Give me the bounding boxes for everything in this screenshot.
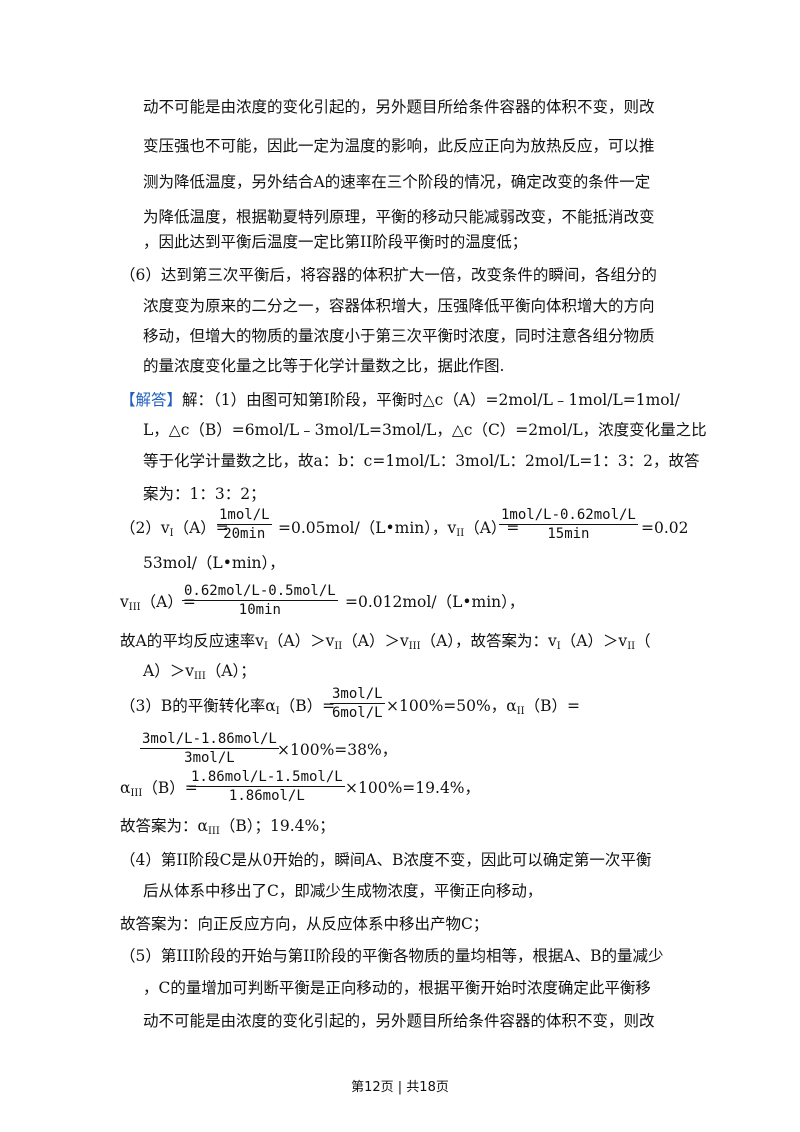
text-line: 浓度变为原来的二分之一，容器体积增大，压强降低平衡向体积增大的方向 — [143, 297, 655, 315]
text-line: 案为：1：3：2； — [143, 485, 266, 503]
text-line: 等于化学计量数之比，故a：b：c=1mol/L：3mol/L：2mol/L=1：… — [143, 452, 700, 470]
text-line: 的量浓度变化量之比等于化学计量数之比，据此作图. — [143, 357, 505, 375]
text-line: 故答案为：向正反应方向，从反应体系中移出产物C； — [120, 915, 489, 933]
answer-tag: 【解答】 — [120, 391, 183, 409]
formula-line: =0.02 — [641, 519, 689, 537]
text-line: 动不可能是由浓度的变化引起的，另外题目所给条件容器的体积不变，则改 — [143, 1012, 655, 1030]
formula-line: =0.05mol/（L•min），vII（A）= — [278, 519, 520, 539]
page-footer: 第12页 | 共18页 — [351, 1080, 449, 1095]
text-line: 后从体系中移出了C，即减少生成物浓度，平衡正向移动， — [143, 882, 543, 900]
conclusion-line: A）＞vIII（A）； — [143, 662, 256, 682]
formula-line: =0.012mol/（L•min）， — [345, 593, 525, 611]
text-line: ，C的量增加可判断平衡是正向移动的，根据平衡开始时浓度确定此平衡移 — [143, 979, 651, 997]
text-line: 动不可能是由浓度的变化引起的，另外题目所给条件容器的体积不变，则改 — [143, 98, 655, 116]
text-line: 变压强也不可能，因此一定为温度的影响，此反应正向为放热反应，可以推 — [143, 137, 655, 155]
formula-line: ×100%=38%， — [277, 741, 398, 759]
text-line: 为降低温度，根据勒夏特列原理，平衡的移动只能减弱改变，不能抵消改变 — [143, 208, 655, 226]
formula-line: αIII（B）= — [120, 779, 198, 799]
conclusion-line: 故A的平均反应速率vI（A）＞vII（A）＞vIII（A），故答案为：vI（A）… — [120, 632, 651, 652]
formula-line: ×100%=19.4%， — [345, 779, 481, 797]
formula-line: （2）vI（A）= — [120, 519, 229, 539]
formula-line: 53mol/（L•min）， — [143, 554, 285, 572]
text-line: 移动，但增大的物质的量浓度小于第三次平衡时浓度，同时注意各组分物质 — [143, 327, 655, 345]
text-line: （6）达到第三次平衡后，将容器的体积扩大一倍，改变条件的瞬间，各组分的 — [120, 266, 657, 284]
formula-line: （3）B的平衡转化率αI（B）= — [120, 697, 336, 717]
formula-line: ×100%=50%，αII（B）= — [386, 697, 581, 717]
conclusion-line: 故答案为：αIII（B）；19.4%； — [120, 817, 335, 837]
text-line: （4）第II阶段C是从0开始的，瞬间A、B浓度不变，因此可以确定第一次平衡 — [120, 851, 652, 869]
formula-line: vIII（A）= — [120, 593, 196, 613]
text-line: （5）第III阶段的开始与第II阶段的平衡各物质的量均相等，根据A、B的量减少 — [120, 947, 664, 965]
answer-line: 【解答】解：（1）由图可知第I阶段，平衡时△c（A）=2mol/L﹣1mol/L… — [120, 391, 680, 409]
text-line: 测为降低温度，另外结合A的速率在三个阶段的情况，确定改变的条件一定 — [143, 173, 651, 191]
text-line: ，因此达到平衡后温度一定比第II阶段平衡时的温度低； — [143, 233, 528, 251]
text-line: L，△c（B）=6mol/L﹣3mol/L=3mol/L，△c（C）=2mol/… — [143, 421, 707, 439]
